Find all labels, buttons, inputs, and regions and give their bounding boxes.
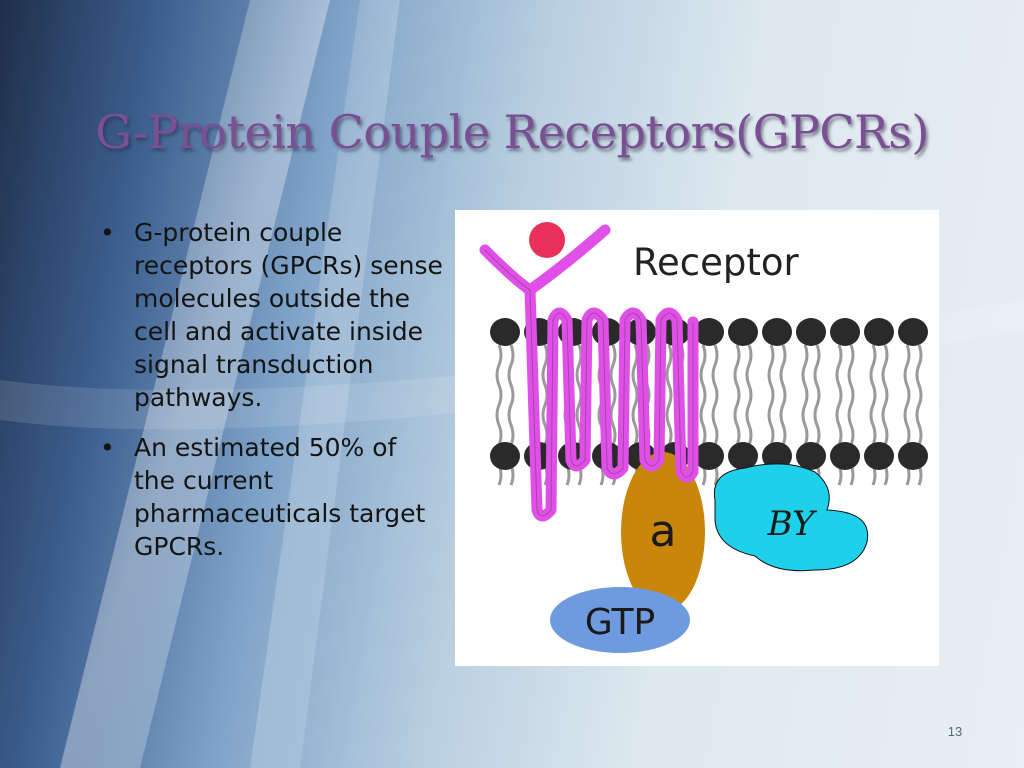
page-number: 13 [947, 724, 963, 739]
ligand-molecule [529, 222, 565, 258]
bullet-item: • G-protein couple receptors (GPCRs) sen… [100, 216, 445, 414]
bullet-text: An estimated 50% of the current pharmace… [134, 433, 426, 561]
lipid-head [490, 442, 520, 470]
slide-title: G-Protein Couple Receptors(GPCRs) [95, 105, 929, 159]
lipid-head [728, 442, 758, 470]
bullet-item: • An estimated 50% of the current pharma… [100, 431, 445, 563]
receptor-protein [479, 224, 699, 522]
lipid-head [898, 318, 928, 346]
lipid-head [830, 442, 860, 470]
gtp-molecule [550, 587, 690, 653]
lipid-head [728, 318, 758, 346]
lipid-head [796, 318, 826, 346]
beta-gamma-subunit [713, 463, 869, 572]
lipid-head [864, 442, 894, 470]
bullet-list: • G-protein couple receptors (GPCRs) sen… [100, 216, 445, 580]
alpha-subunit [621, 452, 705, 612]
receptor-label: Receptor [633, 241, 800, 284]
lipid-head [694, 442, 724, 470]
gtp-label: GTP [585, 602, 655, 643]
bullet-marker: • [100, 218, 115, 247]
receptor-outline [484, 249, 694, 517]
bullet-marker: • [100, 433, 115, 462]
alpha-label: a [650, 506, 677, 557]
lipid-head [864, 318, 894, 346]
lipid-head [898, 442, 928, 470]
lipid-head [796, 442, 826, 470]
lipid-head [762, 318, 792, 346]
lipid-head [762, 442, 792, 470]
gpcr-diagram: Receptor a BY GTP [455, 210, 939, 666]
lipid-head [694, 318, 724, 346]
bullet-text: G-protein couple receptors (GPCRs) sense… [134, 218, 443, 412]
gpcr-diagram-svg: Receptor a BY GTP [479, 222, 928, 653]
beta-gamma-label: BY [767, 504, 818, 544]
lipid-head [490, 318, 520, 346]
lipid-head [830, 318, 860, 346]
